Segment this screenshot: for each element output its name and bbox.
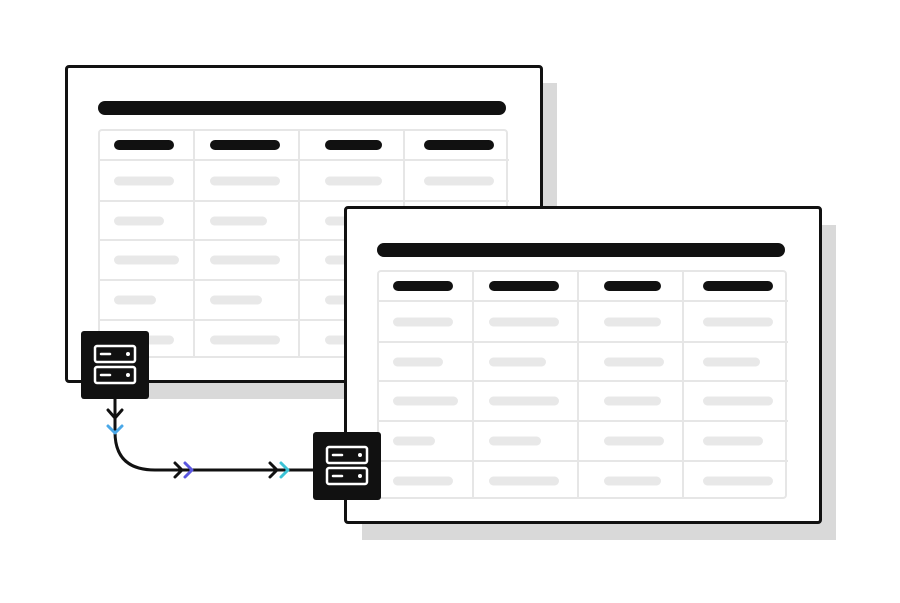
- table-cell: [195, 281, 300, 321]
- cell-placeholder-bar: [114, 216, 164, 225]
- cell-placeholder-bar: [489, 317, 559, 326]
- cell-placeholder-bar: [703, 476, 773, 485]
- cell-placeholder-bar: [210, 176, 280, 185]
- destination-server-icon: [313, 432, 381, 500]
- table-cell: [405, 161, 509, 202]
- cell-placeholder-bar: [393, 476, 453, 485]
- header-placeholder-bar: [325, 140, 382, 150]
- table-cell: [300, 161, 405, 202]
- destination-table-window: [344, 206, 822, 524]
- table-cell: [474, 343, 579, 382]
- cell-placeholder-bar: [114, 255, 179, 265]
- table-cell: [579, 343, 684, 382]
- table-cell: [379, 302, 474, 343]
- table-cell: [379, 422, 474, 462]
- table-cell: [684, 462, 788, 499]
- table-cell: [579, 382, 684, 422]
- cell-placeholder-bar: [604, 436, 664, 446]
- arrow-chevron-icon: [268, 461, 290, 479]
- table-cell: [579, 302, 684, 343]
- cell-placeholder-bar: [114, 176, 174, 185]
- table-cell: [579, 422, 684, 462]
- table-cell: [100, 281, 195, 321]
- server-icon: [93, 344, 137, 385]
- table-cell: [474, 302, 579, 343]
- cell-placeholder-bar: [604, 476, 661, 485]
- cell-placeholder-bar: [489, 436, 541, 446]
- table-cell: [379, 382, 474, 422]
- table-cell: [474, 422, 579, 462]
- table-header-cell: [405, 131, 509, 161]
- arrow-chevron-icon: [173, 461, 194, 479]
- table-cell: [579, 462, 684, 499]
- cell-placeholder-bar: [210, 295, 262, 305]
- cell-placeholder-bar: [114, 295, 156, 305]
- table-cell: [195, 161, 300, 202]
- table-header-cell: [300, 131, 405, 161]
- header-placeholder-bar: [604, 281, 661, 291]
- table-header-cell: [379, 272, 474, 302]
- cell-placeholder-bar: [424, 176, 494, 185]
- cell-placeholder-bar: [210, 335, 280, 344]
- table-cell: [474, 462, 579, 499]
- cell-placeholder-bar: [604, 396, 661, 406]
- cell-placeholder-bar: [393, 396, 458, 406]
- server-icon: [325, 445, 369, 486]
- table-cell: [684, 302, 788, 343]
- table-cell: [379, 462, 474, 499]
- cell-placeholder-bar: [325, 176, 382, 185]
- header-placeholder-bar: [489, 281, 559, 291]
- header-placeholder-bar: [114, 140, 174, 150]
- cell-placeholder-bar: [393, 317, 453, 326]
- cell-placeholder-bar: [703, 436, 763, 446]
- table-cell: [195, 241, 300, 281]
- destination-table-title-bar: [377, 243, 785, 257]
- table-cell: [684, 422, 788, 462]
- cell-placeholder-bar: [489, 396, 559, 406]
- table-cell: [684, 382, 788, 422]
- cell-placeholder-bar: [210, 255, 280, 265]
- header-placeholder-bar: [393, 281, 453, 291]
- table-cell: [100, 202, 195, 241]
- table-cell: [379, 343, 474, 382]
- table-header-cell: [684, 272, 788, 302]
- table-cell: [195, 321, 300, 358]
- cell-placeholder-bar: [703, 317, 773, 326]
- table-cell: [195, 202, 300, 241]
- cell-placeholder-bar: [489, 476, 559, 485]
- header-placeholder-bar: [424, 140, 494, 150]
- header-placeholder-bar: [210, 140, 280, 150]
- source-server-icon: [81, 331, 149, 399]
- table-header-cell: [579, 272, 684, 302]
- cell-placeholder-bar: [703, 396, 773, 406]
- cell-placeholder-bar: [604, 317, 661, 326]
- table-cell: [100, 161, 195, 202]
- table-header-cell: [100, 131, 195, 161]
- arrow-chevron-icon: [106, 408, 124, 435]
- header-placeholder-bar: [703, 281, 773, 291]
- cell-placeholder-bar: [604, 357, 664, 366]
- destination-data-grid: [377, 270, 788, 499]
- cell-placeholder-bar: [489, 357, 546, 366]
- table-cell: [100, 241, 195, 281]
- connector-line: [113, 396, 322, 472]
- cell-placeholder-bar: [393, 436, 435, 446]
- table-cell: [684, 343, 788, 382]
- cell-placeholder-bar: [393, 357, 443, 366]
- table-header-cell: [195, 131, 300, 161]
- table-header-cell: [474, 272, 579, 302]
- source-table-title-bar: [98, 101, 506, 115]
- table-cell: [474, 382, 579, 422]
- cell-placeholder-bar: [210, 216, 267, 225]
- cell-placeholder-bar: [703, 357, 760, 366]
